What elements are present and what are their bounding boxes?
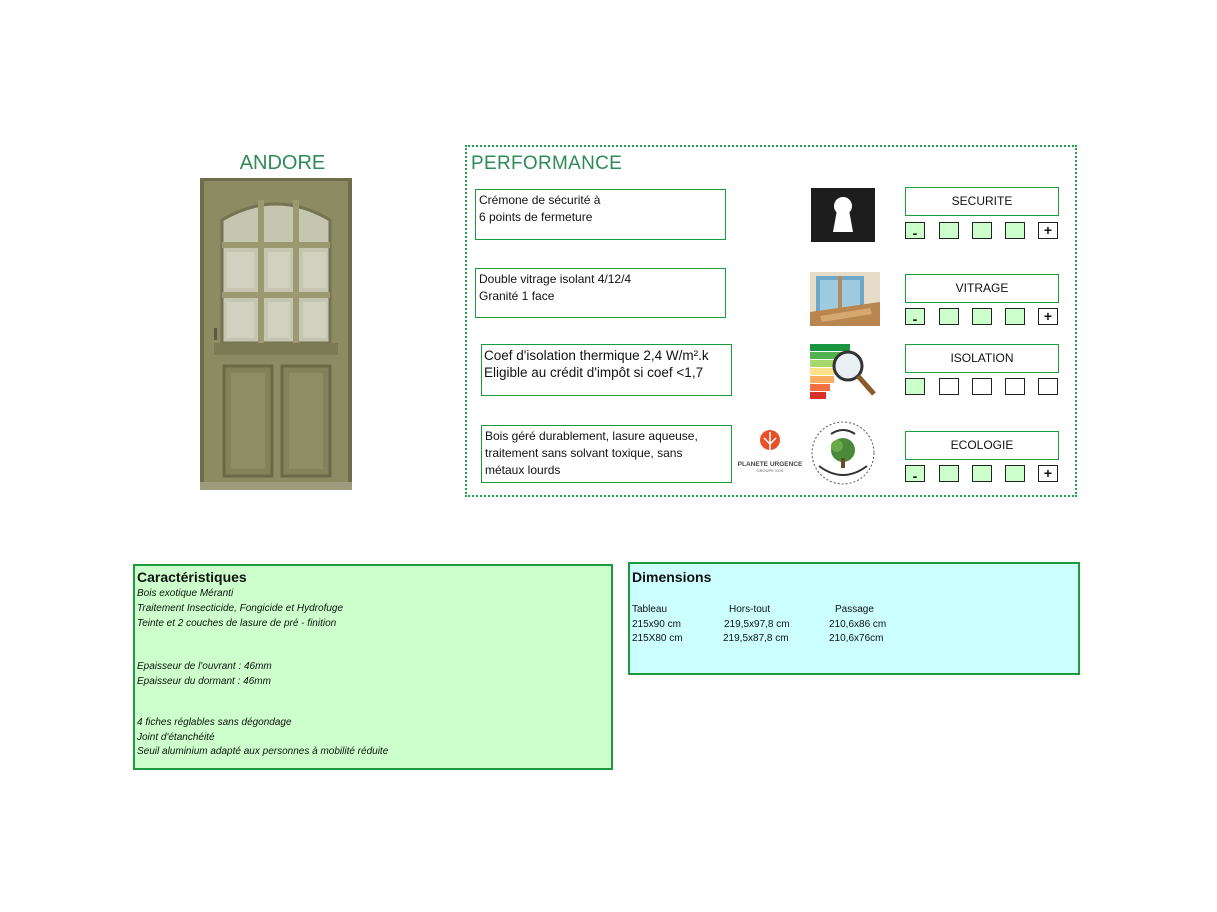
rating-box-filled	[905, 378, 925, 395]
characteristic-line: 4 fiches réglables sans dégondage	[137, 717, 292, 728]
feature-line: Double vitrage isolant 4/12/4	[479, 272, 632, 286]
feature-line: métaux lourds	[485, 463, 561, 477]
characteristic-line: Epaisseur de l'ouvrant : 46mm	[137, 661, 272, 672]
plus-box: +	[1038, 222, 1058, 239]
dimensions-cell: 215X80 cm	[632, 633, 683, 644]
rating-vitrage: - +	[905, 308, 1059, 328]
feature-line: traitement sans solvant toxique, sans	[485, 446, 683, 460]
feature-line: Crémone de sécurité à	[479, 193, 601, 207]
category-ecologie: ECOLOGIE	[905, 431, 1059, 460]
dimensions-cell: 210,6x86 cm	[829, 619, 887, 630]
plus-box: +	[1038, 465, 1058, 482]
category-isolation: ISOLATION	[905, 344, 1059, 373]
dimensions-header: Passage	[835, 604, 874, 615]
minus-box: -	[905, 465, 925, 484]
dimensions-cell: 210,6x76cm	[829, 633, 884, 644]
window-glazing-icon	[810, 272, 880, 326]
feature-line: 6 points de fermeture	[479, 210, 593, 224]
logo-subtext: GROUPE SOS	[756, 468, 784, 473]
rating-box-empty	[1005, 378, 1025, 395]
rating-box-filled	[972, 465, 992, 482]
dimensions-cell: 215x90 cm	[632, 619, 681, 630]
feature-line: Eligible au crédit d'impôt si coef <1,7	[484, 365, 704, 380]
tree-icon	[760, 430, 780, 450]
feature-ecology-text: Bois géré durablement, lasure aqueuse, t…	[481, 425, 732, 483]
rating-box-filled	[939, 465, 959, 482]
feature-insulation-text: Coef d'isolation thermique 2,4 W/m².k El…	[481, 344, 732, 396]
keyhole-icon	[811, 188, 875, 242]
rating-box-filled	[1005, 308, 1025, 325]
eco-label-logo	[811, 421, 875, 485]
rating-ecologie: - +	[905, 465, 1059, 485]
characteristic-line: Bois exotique Méranti	[137, 588, 234, 599]
characteristic-line: Epaisseur du dormant : 46mm	[137, 676, 271, 687]
feature-glazing-text: Double vitrage isolant 4/12/4 Granité 1 …	[475, 268, 726, 318]
rating-box-empty	[972, 378, 992, 395]
rating-box-filled	[972, 308, 992, 325]
rating-box-empty	[939, 378, 959, 395]
dimensions-cell: 219,5x97,8 cm	[724, 619, 790, 630]
rating-box-filled	[939, 222, 959, 239]
performance-title: PERFORMANCE	[471, 153, 623, 174]
planete-urgence-text: PLANETE URGENCE	[735, 461, 805, 468]
category-vitrage: VITRAGE	[905, 274, 1059, 303]
characteristics-panel	[133, 564, 613, 770]
logo-text: PLANETE URGENCE	[737, 461, 803, 468]
minus-box: -	[905, 222, 925, 241]
feature-line: Bois géré durablement, lasure aqueuse,	[485, 429, 698, 443]
dimensions-panel	[628, 562, 1080, 675]
rating-box-filled	[972, 222, 992, 239]
minus-box: -	[905, 308, 925, 327]
characteristic-line: Traitement Insecticide, Fongicide et Hyd…	[137, 603, 344, 614]
dimensions-cell: 219,5x87,8 cm	[723, 633, 789, 644]
energy-rating-magnifier-icon	[810, 344, 876, 399]
door-image	[200, 178, 352, 490]
dimensions-title: Dimensions	[632, 569, 712, 585]
characteristics-title: Caractéristiques	[137, 569, 247, 585]
characteristic-line: Teinte et 2 couches de lasure de pré - f…	[137, 618, 337, 629]
dimensions-header: Hors-tout	[729, 604, 771, 615]
feature-line: Coef d'isolation thermique 2,4 W/m².k	[484, 348, 709, 363]
category-securite: SECURITE	[905, 187, 1059, 216]
dimensions-header: Tableau	[632, 604, 668, 615]
plus-box: +	[1038, 308, 1058, 325]
characteristic-line: Joint d'étanchéité	[137, 732, 215, 743]
rating-box-filled	[1005, 465, 1025, 482]
rating-box-filled	[1005, 222, 1025, 239]
planete-urgence-logo: PLANETE URGENCE GROUPE SOS	[735, 428, 805, 476]
rating-box-empty	[1038, 378, 1058, 395]
product-title: ANDORE	[239, 152, 326, 174]
characteristic-line: Seuil aluminium adapté aux personnes à m…	[137, 746, 389, 757]
performance-panel	[465, 145, 1077, 497]
rating-securite: - +	[905, 222, 1059, 242]
feature-line: Granité 1 face	[479, 289, 555, 303]
rating-box-filled	[939, 308, 959, 325]
rating-isolation	[905, 378, 1059, 398]
feature-security-text: Crémone de sécurité à 6 points de fermet…	[475, 189, 726, 240]
